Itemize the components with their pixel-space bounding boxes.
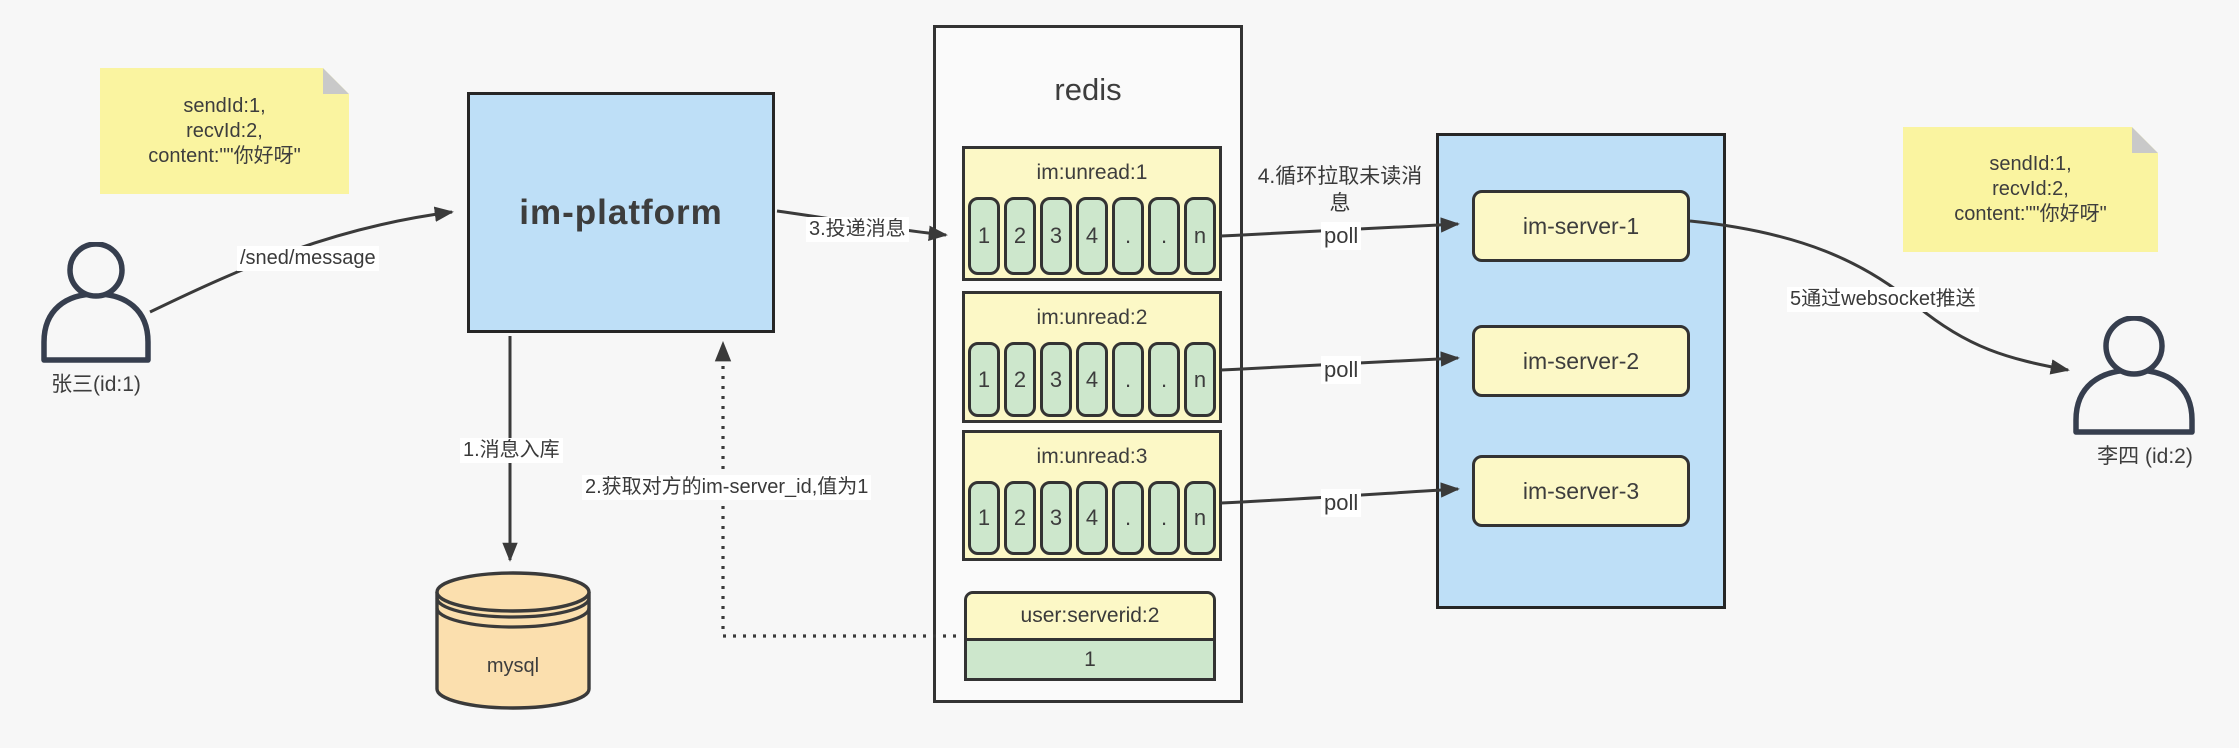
queue-cell: 3 — [1040, 342, 1072, 417]
queue-cell: 4 — [1076, 481, 1108, 555]
note-fold-icon — [323, 68, 349, 94]
queue-cells: 1 2 3 4 . . n — [968, 481, 1216, 555]
sticky-note-left: sendId:1, recvId:2, content:""你好呀" — [100, 68, 349, 194]
edge-label-store-db: 1.消息入库 — [460, 438, 563, 463]
queue-cells: 1 2 3 4 . . n — [968, 342, 1216, 417]
mysql-cylinder — [435, 571, 591, 710]
queue-cells: 1 2 3 4 . . n — [968, 197, 1216, 275]
queue-cell: . — [1148, 342, 1180, 417]
note-line: recvId:2, — [1992, 178, 2069, 200]
note-line: content:""你好呀" — [148, 144, 301, 167]
queue-cell: 4 — [1076, 342, 1108, 417]
queue-cell: n — [1184, 342, 1216, 417]
queue-im-unread-2: im:unread:2 1 2 3 4 . . n — [962, 291, 1222, 423]
im-server-2-box: im-server-2 — [1472, 325, 1690, 397]
actor-right-label: 李四 (id:2) — [2097, 445, 2193, 468]
im-server-1-box: im-server-1 — [1472, 190, 1690, 262]
queue-im-unread-1: im:unread:1 1 2 3 4 . . n — [962, 146, 1222, 281]
edge-label-websocket-push: 5通过websocket推送 — [1787, 287, 1979, 312]
kv-title: user:serverid:2 — [967, 594, 1213, 641]
queue-cell: 1 — [968, 342, 1000, 417]
redis-container: redis im:unread:1 1 2 3 4 . . n im:unrea… — [933, 25, 1243, 703]
mysql-label: mysql — [486, 655, 540, 677]
kv-user-serverid: user:serverid:2 1 — [964, 591, 1216, 681]
queue-cell: . — [1148, 481, 1180, 555]
edge-label-poll-3: poll — [1321, 489, 1362, 517]
note-line: content:""你好呀" — [1954, 203, 2107, 225]
queue-title: im:unread:2 — [1036, 306, 1148, 329]
queue-cell: 1 — [968, 197, 1000, 275]
note-fold-icon — [2132, 127, 2158, 153]
queue-cell: 2 — [1004, 342, 1036, 417]
note-line: recvId:2, — [186, 119, 263, 142]
queue-cell: 2 — [1004, 197, 1036, 275]
im-server-3-box: im-server-3 — [1472, 455, 1690, 527]
edge-label-poll-2: poll — [1321, 356, 1362, 384]
queue-cell: 3 — [1040, 481, 1072, 555]
queue-cell: 2 — [1004, 481, 1036, 555]
queue-cell: n — [1184, 481, 1216, 555]
queue-cell: n — [1184, 197, 1216, 275]
im-platform-box: im-platform — [467, 92, 775, 333]
actor-left-label: 张三(id:1) — [51, 373, 141, 396]
queue-cell: . — [1112, 197, 1144, 275]
edge-label-deliver: 3.投递消息 — [806, 217, 909, 242]
redis-title: redis — [1054, 72, 1122, 107]
queue-cell: . — [1112, 342, 1144, 417]
queue-cell: . — [1148, 197, 1180, 275]
queue-cell: 4 — [1076, 197, 1108, 275]
note-line: sendId:1, — [1989, 153, 2072, 175]
im-platform-label: im-platform — [519, 192, 723, 232]
queue-cell: 1 — [968, 481, 1000, 555]
im-server-cluster: im-server-1 im-server-2 im-server-3 — [1436, 133, 1726, 609]
queue-cell: 3 — [1040, 197, 1072, 275]
edge-label-poll-1: poll — [1321, 222, 1362, 250]
queue-title: im:unread:1 — [1036, 161, 1148, 184]
edge-label-get-server-id: 2.获取对方的im-server_id,值为1 — [582, 475, 872, 500]
kv-value: 1 — [1084, 647, 1096, 671]
edge-label-send-message: /sned/message — [237, 246, 379, 271]
queue-im-unread-3: im:unread:3 1 2 3 4 . . n — [962, 430, 1222, 561]
queue-cell: . — [1112, 481, 1144, 555]
note-line: sendId:1, — [183, 94, 266, 117]
person-icon-left — [41, 242, 151, 363]
sticky-note-right: sendId:1, recvId:2, content:""你好呀" — [1903, 127, 2158, 252]
edge-label-poll-loop: 4.循环拉取未读消息 — [1257, 165, 1423, 215]
person-icon-right — [2073, 316, 2195, 435]
queue-title: im:unread:3 — [1036, 445, 1148, 468]
